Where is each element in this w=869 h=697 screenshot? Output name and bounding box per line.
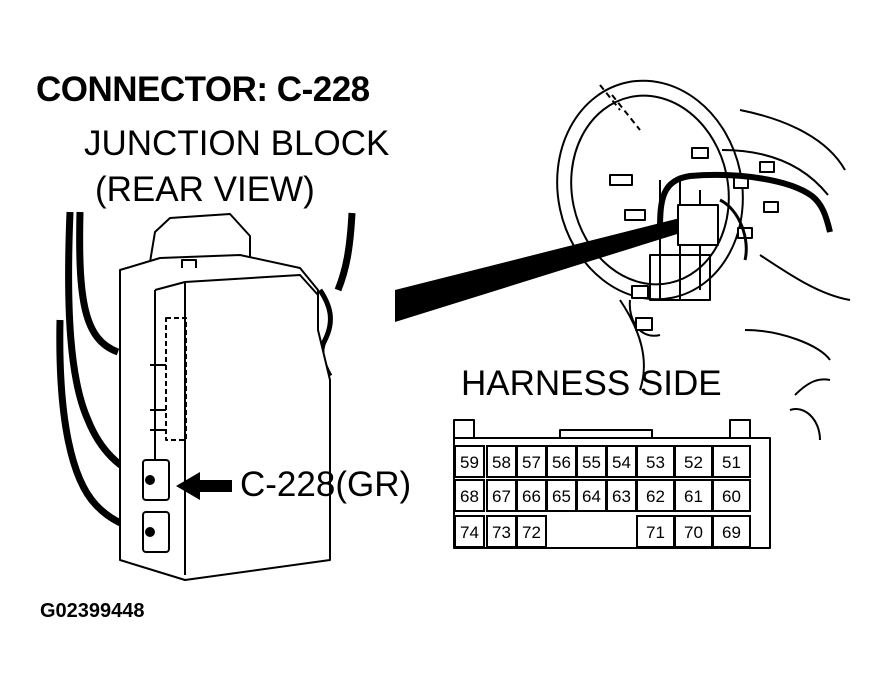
figure-id: G02399448 xyxy=(40,600,145,622)
pin-66: 66 xyxy=(516,479,547,512)
pin-71: 71 xyxy=(636,515,675,548)
pin-57: 57 xyxy=(516,445,547,478)
pin-72: 72 xyxy=(516,515,547,548)
pin-69: 69 xyxy=(712,515,751,548)
pin-62: 62 xyxy=(636,479,675,512)
pin-70: 70 xyxy=(674,515,713,548)
junction-block-drawing xyxy=(56,211,356,581)
pin-55: 55 xyxy=(576,445,607,478)
pin-65: 65 xyxy=(546,479,577,512)
connector-title: CONNECTOR: C-228 xyxy=(36,70,370,109)
pin-74: 74 xyxy=(454,515,485,548)
pin-61: 61 xyxy=(674,479,713,512)
pin-63: 63 xyxy=(606,479,637,512)
pin-54: 54 xyxy=(606,445,637,478)
callout-arrow xyxy=(176,472,232,500)
pin-73: 73 xyxy=(486,515,517,548)
pin-59: 59 xyxy=(454,445,485,478)
pin-67: 67 xyxy=(486,479,517,512)
pin-68: 68 xyxy=(454,479,485,512)
component-name: JUNCTION BLOCK xyxy=(84,124,390,163)
pin-53: 53 xyxy=(636,445,675,478)
pin-64: 64 xyxy=(576,479,607,512)
pin-51: 51 xyxy=(712,445,751,478)
dashboard-drawing xyxy=(556,79,851,441)
connector-callout-label: C-228(GR) xyxy=(240,465,412,504)
component-view: (REAR VIEW) xyxy=(95,170,315,209)
pointer-wedge xyxy=(395,218,690,322)
pin-60: 60 xyxy=(712,479,751,512)
pin-56: 56 xyxy=(546,445,577,478)
pin-58: 58 xyxy=(486,445,517,478)
pin-52: 52 xyxy=(674,445,713,478)
harness-side-label: HARNESS SIDE xyxy=(461,364,722,403)
